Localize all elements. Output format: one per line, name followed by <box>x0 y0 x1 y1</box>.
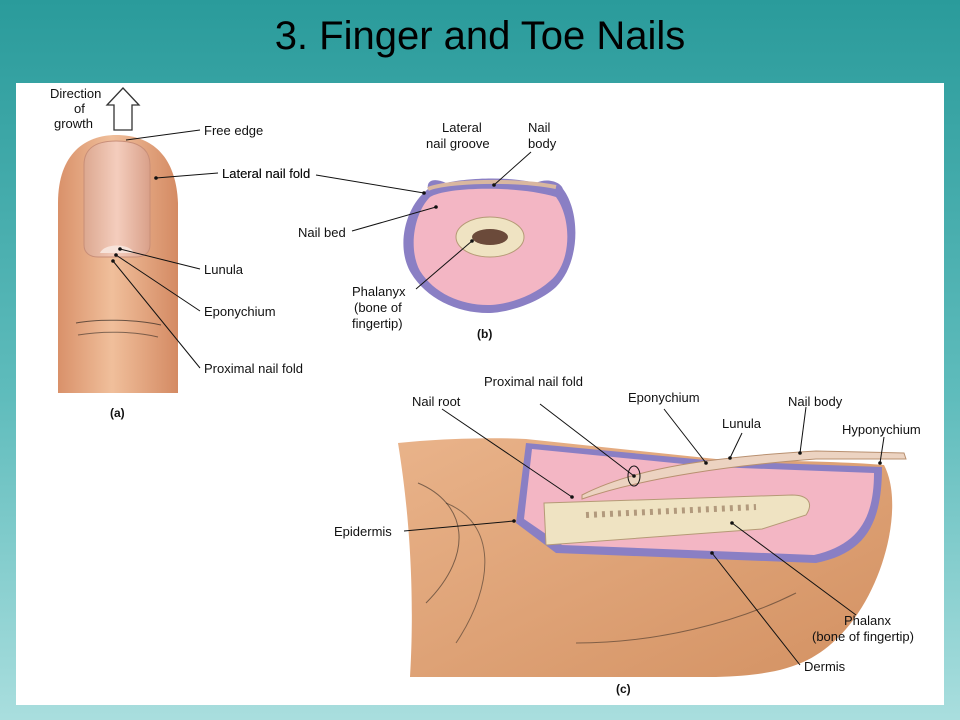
phalanx-label-2: (bone of fingertip) <box>812 629 914 644</box>
direction-of-growth-line-3: growth <box>54 116 93 131</box>
dermis-label: Dermis <box>804 659 846 674</box>
lunula-label-a: Lunula <box>204 262 244 277</box>
finger-nail <box>83 140 151 258</box>
figure-panel: Direction of growth Free edge Lateral na… <box>16 83 944 705</box>
direction-of-growth-line-2: of <box>74 101 85 116</box>
eponychium-label-c: Eponychium <box>628 390 700 405</box>
cross-section-nail-plate <box>427 179 557 191</box>
figure-a: Direction of growth Free edge Lateral na… <box>50 86 310 420</box>
nail-root-label: Nail root <box>412 394 461 409</box>
free-edge-label: Free edge <box>204 123 263 138</box>
longitudinal-section-bone <box>543 494 810 546</box>
caption-b: (b) <box>477 327 492 341</box>
phalanyx-label-3: fingertip) <box>352 316 403 331</box>
lateral-nail-groove-label-2: nail groove <box>426 136 490 151</box>
figure-b: Lateral nail groove Nail body Lateral na… <box>222 120 576 341</box>
lateral-nail-fold-label-b: Lateral nail fold <box>222 166 310 181</box>
finger-lunula <box>100 245 134 253</box>
lateral-nail-groove-label-1: Lateral <box>442 120 482 135</box>
nail-bed-label: Nail bed <box>298 225 346 240</box>
caption-c: (c) <box>616 682 631 696</box>
lateral-nail-fold-label-a: Lateral nail fold <box>222 166 310 181</box>
hyponychium-label: Hyponychium <box>842 422 921 437</box>
caption-a: (a) <box>110 406 125 420</box>
phalanyx-label-1: Phalanyx <box>352 284 406 299</box>
slide-title: 3. Finger and Toe Nails <box>274 14 686 58</box>
epidermis-label: Epidermis <box>334 524 392 539</box>
eponychium-label-a: Eponychium <box>204 304 276 319</box>
figure-c: Proximal nail fold Nail root Eponychium … <box>334 374 921 696</box>
phalanyx-label-2: (bone of <box>354 300 402 315</box>
proximal-nail-fold-label-a: Proximal nail fold <box>204 361 303 376</box>
proximal-nail-fold-label-c: Proximal nail fold <box>484 374 583 389</box>
nail-anatomy-diagram: Direction of growth Free edge Lateral na… <box>50 86 921 696</box>
nail-body-label-b-2: body <box>528 136 557 151</box>
direction-of-growth-line-1: Direction <box>50 86 101 101</box>
nail-body-label-c: Nail body <box>788 394 843 409</box>
growth-arrow-icon <box>105 87 141 131</box>
longitudinal-section-nail <box>581 450 907 500</box>
phalanx-label-1: Phalanx <box>844 613 891 628</box>
nail-body-label-b-1: Nail <box>528 120 551 135</box>
lunula-label-c: Lunula <box>722 416 762 431</box>
